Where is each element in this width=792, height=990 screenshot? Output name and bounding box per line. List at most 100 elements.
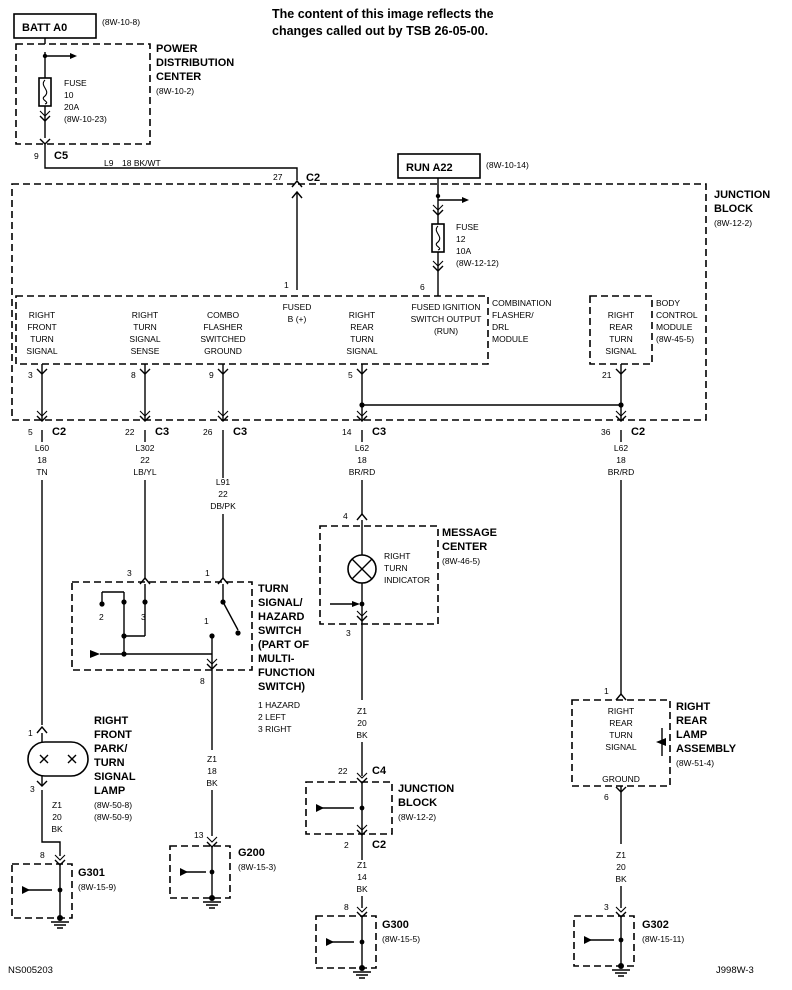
flasher-out4-label-4: SIGNAL	[346, 346, 377, 356]
wire-l62a-color: BR/RD	[349, 467, 375, 477]
bcm-title-4: (8W-45-5)	[656, 334, 694, 344]
wire-l9-gauge-color: 18 BK/WT	[122, 158, 161, 168]
msg-center-ref: (8W-46-5)	[442, 556, 480, 566]
wire-z1-jb-gauge: 14	[357, 872, 367, 882]
front-lamp-title-2: FRONT	[94, 729, 132, 741]
front-lamp-pin-in: 1	[28, 728, 33, 738]
wire-z1-msg-circuit: Z1	[357, 706, 367, 716]
pdc-title-1: POWER	[156, 43, 198, 55]
flasher-fused-ign-label-3: (RUN)	[434, 326, 458, 336]
wire-z1-sw-circuit: Z1	[207, 754, 217, 764]
wire-l9-circuit: L9	[104, 158, 114, 168]
front-lamp-ref-1: (8W-50-8)	[94, 800, 132, 810]
jb-out4-connector: C3	[372, 426, 386, 438]
g200-box	[169, 845, 231, 899]
turn-switch-title-7: FUNCTION	[258, 667, 315, 679]
wire-z1-msg-color: BK	[356, 730, 368, 740]
wire-l302-color: LB/YL	[133, 467, 156, 477]
jb-out5-connector: C2	[631, 426, 645, 438]
jb-fuse-pin: 6	[420, 282, 425, 292]
jb-ref: (8W-12-2)	[714, 218, 752, 228]
jb-out5-pin: 36	[601, 427, 611, 437]
bcm-title-3: MODULE	[656, 322, 693, 332]
flasher-title-1: COMBINATION	[492, 298, 551, 308]
wire-l62a-gauge: 18	[357, 455, 367, 465]
front-lamp-title-5: SIGNAL	[94, 771, 136, 783]
jb-title-1: JUNCTION	[714, 189, 770, 201]
bcm-title-2: CONTROL	[656, 310, 698, 320]
turn-switch-title-2: SIGNAL/	[258, 597, 303, 609]
front-lamp-title-1: RIGHT	[94, 715, 129, 727]
wire-z1-rear-gauge: 20	[616, 862, 626, 872]
turn-switch-contact-1: 1	[204, 616, 209, 626]
turn-switch-contact-3: 3	[141, 612, 146, 622]
turn-switch-contact-2: 2	[99, 612, 104, 622]
flasher-out3-label-4: GROUND	[204, 346, 242, 356]
wire-l302-circuit: L302	[136, 443, 155, 453]
flasher-fused-b-label-2: B (+)	[288, 314, 307, 324]
tsb-notice-line-1: The content of this image reflects the	[272, 7, 494, 21]
turn-switch-legend-2: 2 LEFT	[258, 712, 286, 722]
wire-z1-sw-gauge: 18	[207, 766, 217, 776]
g200-ref: (8W-15-3)	[238, 862, 276, 872]
batt-a0-ref: (8W-10-8)	[102, 17, 140, 27]
wire-z1-rear-circuit: Z1	[616, 850, 626, 860]
bcm-title-1: BODY	[656, 298, 680, 308]
rear-lamp-ref: (8W-51-4)	[676, 758, 714, 768]
rear-lamp-title-2: REAR	[676, 715, 707, 727]
jb-fuse-number: 12	[456, 234, 466, 244]
front-lamp-ref-2: (8W-50-9)	[94, 812, 132, 822]
batt-a0-box	[13, 13, 97, 39]
g302-ref: (8W-15-11)	[642, 934, 684, 944]
turn-switch-title-1: TURN	[258, 583, 289, 595]
flasher-out4-label-1: RIGHT	[349, 310, 375, 320]
flasher-out3-pin: 9	[209, 370, 214, 380]
pdc-fuse-rating: 20A	[64, 102, 79, 112]
rear-lamp-title-1: RIGHT	[676, 701, 711, 713]
wire-l62a-circuit: L62	[355, 443, 369, 453]
wire-l91-gauge: 22	[218, 489, 228, 499]
jb-out4-pin: 14	[342, 427, 352, 437]
message-center-box	[319, 525, 439, 625]
msg-center-pin-out: 3	[346, 628, 351, 638]
turn-switch-title-5: (PART OF	[258, 639, 309, 651]
rear-lamp-ground-label: GROUND	[602, 774, 640, 784]
g200-name: G200	[238, 847, 265, 859]
batt-a0-label: BATT A0	[22, 22, 67, 34]
jb-title-2: BLOCK	[714, 203, 753, 215]
msg-center-title-1: MESSAGE	[442, 527, 497, 539]
msg-center-label-1: RIGHT	[384, 551, 410, 561]
flasher-fused-b-pin: 1	[284, 280, 289, 290]
jb-lower-conn-out: C2	[372, 839, 386, 851]
hazard-switch-contact	[222, 601, 239, 631]
jb-fuse-symbol	[431, 223, 445, 253]
rear-lamp-pin-in: 1	[604, 686, 609, 696]
rear-lamp-label-3: TURN	[609, 730, 633, 740]
wire-z1-msg-gauge: 20	[357, 718, 367, 728]
turn-switch-title-8: SWITCH)	[258, 681, 305, 693]
flasher-fused-ign-label-2: SWITCH OUTPUT	[411, 314, 482, 324]
msg-center-pin-in: 4	[343, 511, 348, 521]
msg-center-title-2: CENTER	[442, 541, 487, 553]
wire-l62b-color: BR/RD	[608, 467, 634, 477]
front-lamp-title-6: LAMP	[94, 785, 125, 797]
flasher-out2-pin: 8	[131, 370, 136, 380]
wire-l60-circuit: L60	[35, 443, 49, 453]
flasher-out3-label-1: COMBO	[207, 310, 240, 320]
flasher-out1-label-2: FRONT	[27, 322, 56, 332]
run-a22-box	[397, 153, 481, 179]
diagram-id-right: J998W-3	[716, 965, 754, 976]
turn-switch-pin-b: 1	[205, 568, 210, 578]
flasher-out2-label-1: RIGHT	[132, 310, 158, 320]
bcm-label-1: RIGHT	[608, 310, 634, 320]
wire-l62b-gauge: 18	[616, 455, 626, 465]
wire-l62b-circuit: L62	[614, 443, 628, 453]
pdc-ref: (8W-10-2)	[156, 86, 194, 96]
jb-fuse-rating: 10A	[456, 246, 471, 256]
pdc-title-3: CENTER	[156, 71, 201, 83]
rear-lamp-pin-out: 6	[604, 792, 609, 802]
wire-z1-front-gauge: 20	[52, 812, 62, 822]
jb-lower-title-1: JUNCTION	[398, 783, 454, 795]
flasher-out1-label-3: TURN	[30, 334, 54, 344]
